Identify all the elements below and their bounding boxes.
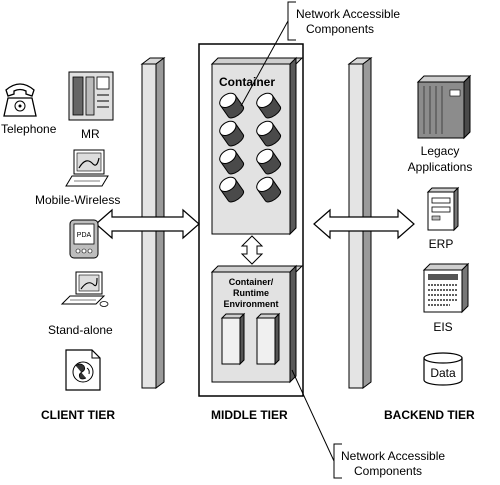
container-runtime-arrow bbox=[240, 235, 264, 265]
database-cylinder-icon bbox=[423, 352, 463, 386]
runtime-label-line2: Runtime bbox=[233, 288, 269, 298]
runtime-label-line3: Environment bbox=[223, 299, 278, 309]
container-label: Container bbox=[219, 75, 275, 89]
middle-tier-label: MIDDLE TIER bbox=[211, 408, 288, 422]
component-cylinder-1 bbox=[219, 92, 245, 119]
callout-bottom-line2: Components bbox=[354, 464, 422, 478]
callout-top-line1: Network Accessible bbox=[296, 7, 400, 21]
callout-bottom-line1: Network Accessible bbox=[341, 449, 445, 463]
component-cylinder-3 bbox=[219, 120, 245, 147]
component-cylinder-8 bbox=[256, 176, 282, 203]
middle-backend-arrow bbox=[313, 208, 415, 240]
laptop-icon bbox=[65, 149, 109, 187]
standalone-label: Stand-alone bbox=[48, 323, 113, 337]
desktop-icon bbox=[60, 271, 109, 307]
erp-label: ERP bbox=[429, 237, 454, 251]
component-cylinder-7 bbox=[219, 176, 245, 203]
web-document-icon bbox=[65, 349, 101, 391]
mobile-wireless-label: Mobile-Wireless bbox=[35, 193, 120, 207]
mr-server-icon bbox=[68, 71, 114, 121]
pda-icon bbox=[69, 219, 99, 259]
runtime-label-line1: Container/ bbox=[229, 277, 274, 287]
telephone-label: Telephone bbox=[1, 122, 57, 136]
component-cylinder-5 bbox=[219, 148, 245, 175]
callout-top-line2: Components bbox=[306, 22, 374, 36]
backend-tier-label: BACKEND TIER bbox=[384, 408, 475, 422]
legacy-label-line2: Applications bbox=[408, 160, 473, 174]
component-cylinder-2 bbox=[256, 92, 282, 119]
eis-label: EIS bbox=[433, 320, 452, 334]
client-tier-label: CLIENT TIER bbox=[41, 408, 115, 422]
eis-icon bbox=[422, 262, 470, 314]
mr-label: MR bbox=[81, 127, 100, 141]
legacy-label-line1: Legacy bbox=[421, 144, 460, 158]
callout-top bbox=[240, 1, 296, 107]
callout-bottom bbox=[291, 369, 342, 479]
container-box bbox=[210, 56, 304, 236]
client-middle-arrow bbox=[95, 208, 200, 240]
pda-screen-label: PDA bbox=[77, 232, 92, 239]
legacy-mainframe-icon bbox=[416, 74, 472, 140]
runtime-module-right bbox=[255, 312, 281, 366]
runtime-module-left bbox=[220, 312, 246, 366]
erp-server-icon bbox=[426, 186, 460, 232]
component-cylinder-6 bbox=[256, 148, 282, 175]
component-cylinder-4 bbox=[256, 120, 282, 147]
component-cylinders bbox=[219, 92, 282, 203]
telephone-icon bbox=[3, 83, 37, 117]
data-label: Data bbox=[430, 366, 456, 380]
